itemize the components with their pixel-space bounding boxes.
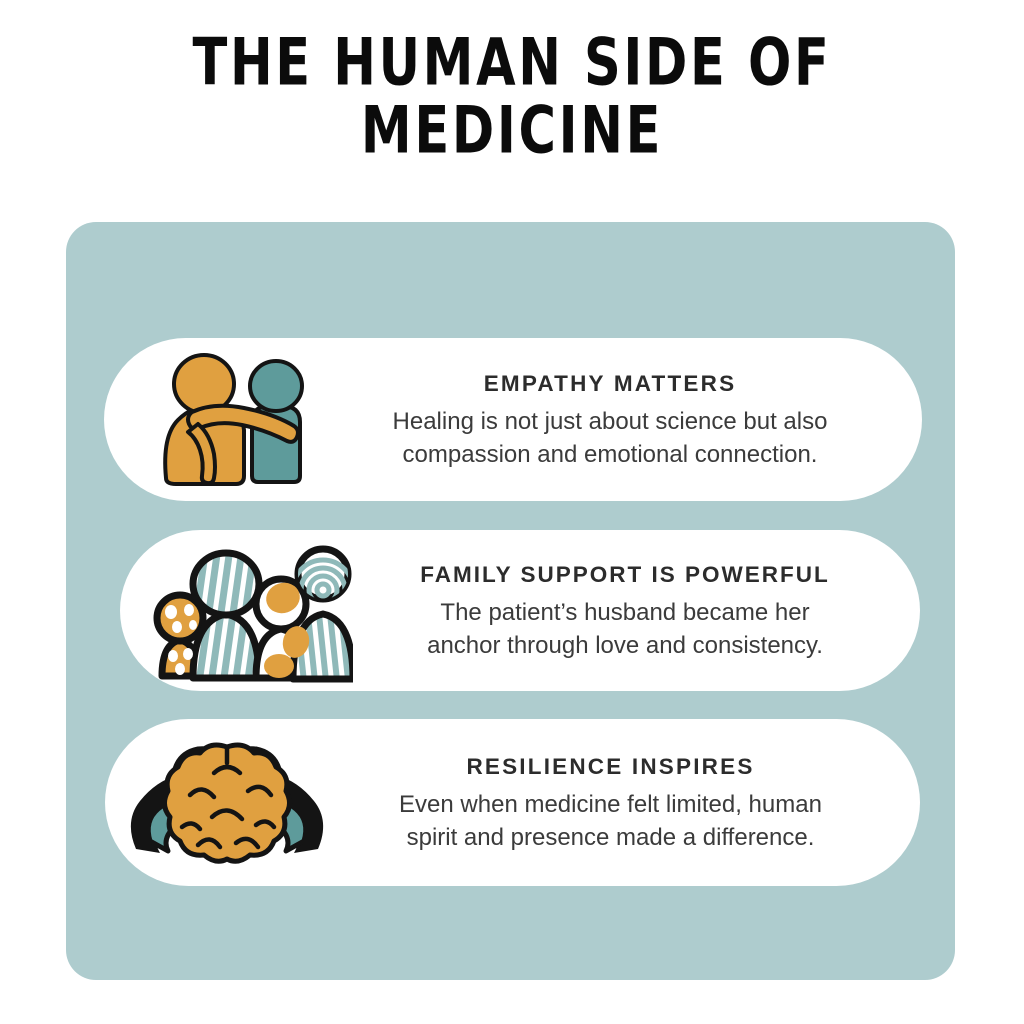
card-empathy-heading: EMPATHY MATTERS <box>483 370 737 396</box>
two-people-hugging-icon <box>132 350 332 490</box>
card-resilience-inspires[interactable]: RESILIENCE INSPIRES Even when medicine f… <box>105 719 920 886</box>
page-title: THE HUMAN SiDE OF MEDiCiNE <box>0 24 1024 168</box>
card-empathy-text: EMPATHY MATTERS Healing is not just abou… <box>332 369 922 471</box>
brain-flexing-muscles-icon <box>113 729 341 877</box>
card-family-body-line-1: The patient’s husband became her <box>440 598 810 626</box>
page-title-line-1: THE HUMAN SiDE OF <box>192 23 832 101</box>
card-resilience-body-line-1: Even when medicine felt limited, human <box>399 790 822 818</box>
card-empathy-body-line-2: compassion and emotional connection. <box>402 440 818 468</box>
card-empathy-matters[interactable]: EMPATHY MATTERS Healing is not just abou… <box>104 338 922 501</box>
page-title-line-2: MEDiCiNE <box>360 91 664 169</box>
card-family-body-line-2: anchor through love and consistency. <box>427 631 823 659</box>
card-family-support[interactable]: FAMILY SUPPORT IS POWERFUL The patient’s… <box>120 530 920 691</box>
card-family-text: FAMILY SUPPORT IS POWERFUL The patient’s… <box>356 560 920 662</box>
card-resilience-heading: RESILIENCE INSPIRES <box>466 753 755 779</box>
card-resilience-text: RESILIENCE INSPIRES Even when medicine f… <box>341 752 920 854</box>
card-empathy-body-line-1: Healing is not just about science but al… <box>392 407 828 435</box>
card-resilience-body-line-2: spirit and presence made a difference. <box>406 823 815 851</box>
family-group-icon <box>128 538 356 684</box>
card-family-heading: FAMILY SUPPORT IS POWERFUL <box>420 561 830 587</box>
